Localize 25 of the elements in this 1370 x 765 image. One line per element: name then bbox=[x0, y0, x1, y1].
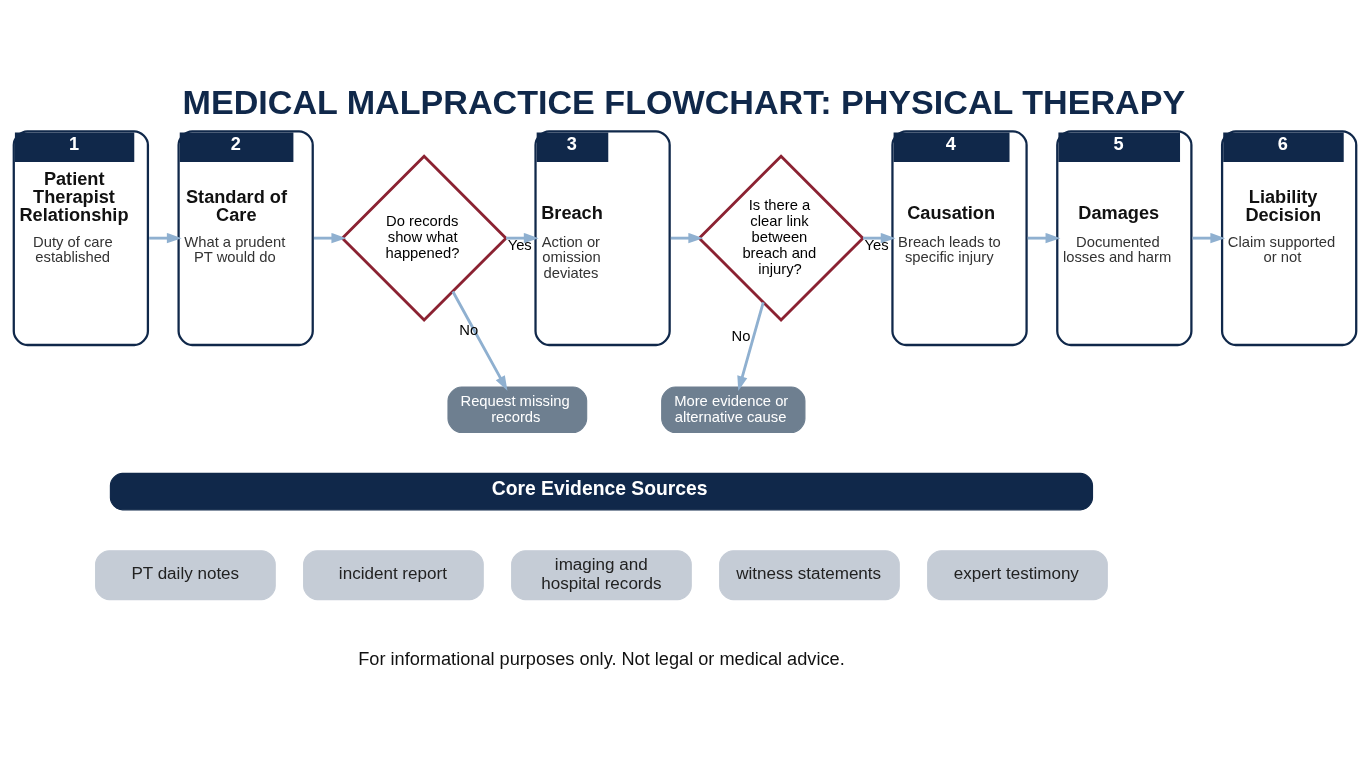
arrow bbox=[862, 232, 896, 244]
node-box: PT daily notes bbox=[95, 550, 276, 601]
arrow bbox=[451, 290, 508, 391]
node-box: incident report bbox=[303, 550, 484, 601]
edge-label: Yes bbox=[507, 236, 532, 253]
node-diamond: Do records show what happened? bbox=[340, 154, 508, 322]
arrow bbox=[670, 232, 704, 244]
arrow bbox=[149, 232, 182, 244]
node-box: witness statements bbox=[719, 550, 900, 601]
node-box: expert testimony bbox=[927, 550, 1108, 601]
edge-label: No bbox=[731, 327, 751, 344]
node-diamond: Is there a clear link between breach and injury? bbox=[697, 154, 865, 322]
diagram-title: MEDICAL MALPRACTICE FLOWCHART: PHYSICAL THERAPY bbox=[182, 83, 1186, 122]
node-box: Request missing records bbox=[447, 386, 588, 434]
arrow bbox=[314, 232, 347, 244]
node-box: imaging and hospital records bbox=[511, 550, 692, 601]
label: For informational purposes only. Not legal or medical advice. bbox=[358, 649, 845, 670]
arrow bbox=[1192, 232, 1226, 244]
node-box: Core Evidence Sources bbox=[109, 472, 1094, 511]
node-box: More evidence or alternative cause bbox=[661, 386, 806, 434]
edge-label: No bbox=[459, 321, 479, 338]
arrow bbox=[737, 301, 765, 392]
edge-label: Yes bbox=[864, 236, 889, 253]
arrow bbox=[506, 232, 539, 244]
arrow bbox=[1027, 232, 1061, 244]
